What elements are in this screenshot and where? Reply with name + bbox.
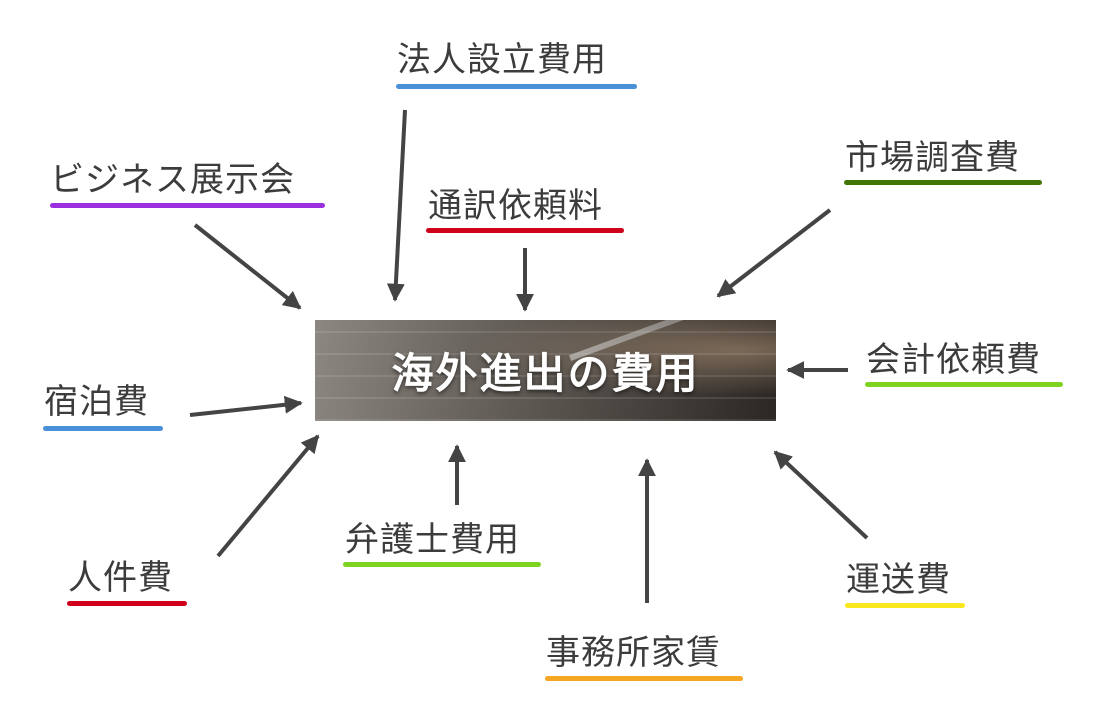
underline-personnel	[67, 601, 187, 606]
center-background	[315, 320, 776, 421]
arrow-trade-show	[193, 223, 302, 310]
arrow-legal-setup	[386, 109, 407, 302]
label-shipping: 運送費	[846, 560, 951, 600]
center-title: 海外進出の費用	[391, 349, 700, 398]
label-accounting: 会計依頼費	[866, 340, 1041, 380]
label-legal-setup: 法人設立費用	[397, 40, 607, 80]
label-office-rent: 事務所家賃	[546, 633, 721, 673]
underline-accounting	[865, 382, 1063, 387]
center-box: 海外進出の費用	[315, 320, 776, 421]
underline-lawyer	[343, 562, 541, 567]
label-lodging: 宿泊費	[44, 382, 149, 422]
underline-market-research	[844, 180, 1042, 185]
arrow-market-research	[716, 208, 832, 298]
underline-shipping	[845, 603, 965, 608]
underline-legal-setup	[396, 84, 637, 89]
label-lawyer: 弁護士費用	[345, 520, 520, 560]
underline-lodging	[43, 426, 163, 431]
arrow-lodging	[189, 395, 303, 417]
label-market-research: 市場調査費	[845, 138, 1020, 178]
underline-trade-show	[50, 203, 325, 208]
label-personnel: 人件費	[68, 558, 173, 598]
label-interpreter: 通訳依頼料	[428, 186, 603, 226]
label-trade-show: ビジネス展示会	[50, 160, 295, 200]
arrow-personnel	[216, 434, 320, 558]
arrow-shipping	[773, 450, 869, 540]
underline-office-rent	[545, 676, 743, 681]
underline-interpreter	[426, 228, 624, 233]
